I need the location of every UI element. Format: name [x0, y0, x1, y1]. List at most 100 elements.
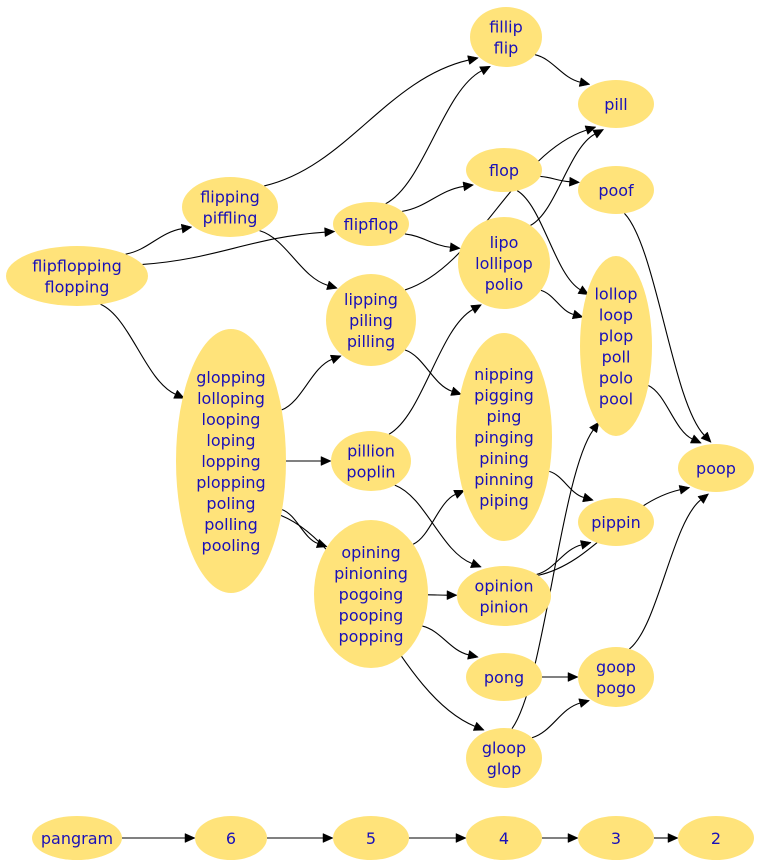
arrowhead: [472, 721, 485, 731]
node-pangram: pangram: [32, 816, 122, 860]
edge-line: [264, 59, 469, 187]
arrowhead: [578, 698, 591, 708]
node-label: opining: [341, 543, 400, 562]
edge-flipflopping-to-flipping: [125, 223, 193, 255]
node-ellipse: [466, 816, 542, 860]
arrowhead: [697, 493, 710, 504]
edge-line: [549, 470, 584, 499]
node-label: loop: [599, 306, 633, 325]
arrowhead: [667, 833, 679, 843]
edge-line: [540, 289, 574, 315]
node-poof: poof: [578, 166, 654, 214]
node-2: 2: [678, 816, 754, 860]
edge-line: [534, 54, 581, 83]
node-ellipse: [678, 816, 754, 860]
arrowhead: [582, 492, 594, 503]
edge-line: [540, 175, 570, 183]
edge-goop-to-poop: [629, 493, 710, 650]
node-label: nipping: [474, 365, 534, 384]
edge-nipping-to-pippin: [549, 470, 594, 503]
node-label: poling: [206, 494, 255, 513]
edge-line: [394, 484, 473, 564]
edge-line: [648, 384, 693, 440]
node-nipping: nippingpiggingpingpingingpiningpinningpi…: [456, 333, 552, 541]
node-ellipse: [578, 498, 654, 546]
node-label: poplin: [346, 463, 395, 482]
node-ellipse: [176, 329, 286, 593]
node-label: polo: [599, 369, 633, 388]
node-label: flop: [489, 161, 519, 180]
edge-lipo-to-pill: [530, 129, 605, 226]
node-label: pinning: [474, 470, 534, 489]
node-label: poll: [602, 348, 631, 367]
edge-4-to-3: [542, 833, 579, 843]
node-label: 2: [711, 829, 721, 848]
arrowhead: [592, 129, 605, 139]
edge-pillion-to-opinion: [394, 484, 482, 568]
node-pill: pill: [578, 80, 654, 128]
edge-line: [259, 230, 328, 286]
node-label: pill: [604, 95, 628, 114]
node-label: fillip: [489, 18, 523, 37]
edge-flipflop-to-flop: [402, 181, 475, 212]
edge-lipo-to-lollop: [540, 289, 584, 320]
edge-opining-to-nipping: [412, 490, 466, 545]
arrowhead: [180, 223, 193, 234]
node-label: flopping: [45, 278, 110, 297]
edge-lipping-to-pill: [404, 125, 597, 291]
node-label: poof: [598, 181, 634, 200]
node-label: 3: [611, 829, 621, 848]
node-label: pangram: [41, 829, 113, 848]
edge-line: [404, 233, 451, 248]
node-label: lipping: [344, 290, 398, 309]
arrowhead: [567, 672, 579, 682]
node-5: 5: [333, 816, 409, 860]
node-ellipse: [458, 217, 550, 309]
node-pippin: pippin: [578, 498, 654, 546]
edge-flipflopping-to-flipflop: [142, 227, 336, 265]
node-label: lolloping: [197, 389, 265, 408]
edge-line: [536, 544, 582, 575]
edge-line: [404, 129, 587, 291]
node-ellipse: [195, 816, 267, 860]
edge-gloop-to-lollop: [511, 421, 600, 729]
edge-line: [404, 349, 453, 392]
edge-line: [388, 309, 474, 435]
edges-layer: [100, 54, 712, 843]
node-ellipse: [578, 166, 654, 214]
node-label: flipping: [200, 188, 260, 207]
node-label: pinion: [479, 598, 528, 617]
edge-line: [100, 303, 176, 395]
arrowhead: [322, 833, 334, 843]
node-label: piling: [349, 311, 393, 330]
node-label: pippin: [591, 513, 641, 532]
node-ellipse: [457, 566, 551, 626]
edge-line: [281, 358, 333, 411]
node-ellipse: [466, 148, 542, 192]
node-label: looping: [202, 410, 261, 429]
edge-line: [629, 499, 702, 650]
node-label: pigging: [474, 386, 534, 405]
arrowhead: [320, 456, 332, 466]
node-ellipse: [331, 431, 411, 491]
edge-line: [142, 231, 325, 265]
edge-flop-to-lollop: [516, 190, 590, 296]
edge-flipping-to-lipping: [259, 230, 338, 290]
node-label: pong: [484, 668, 524, 687]
node-label: pogoing: [339, 585, 404, 604]
edge-lollop-to-poop: [648, 384, 702, 444]
arrowhead: [446, 590, 458, 601]
edge-opinion-to-pippin: [536, 540, 592, 575]
edge-line: [511, 429, 594, 729]
node-label: pool: [599, 390, 633, 409]
node-label: pinioning: [334, 564, 408, 583]
arrowhead: [700, 431, 712, 443]
node-label: lipo: [490, 233, 519, 252]
arrowhead: [449, 242, 461, 253]
edge-pillion-to-lipo: [388, 304, 483, 435]
